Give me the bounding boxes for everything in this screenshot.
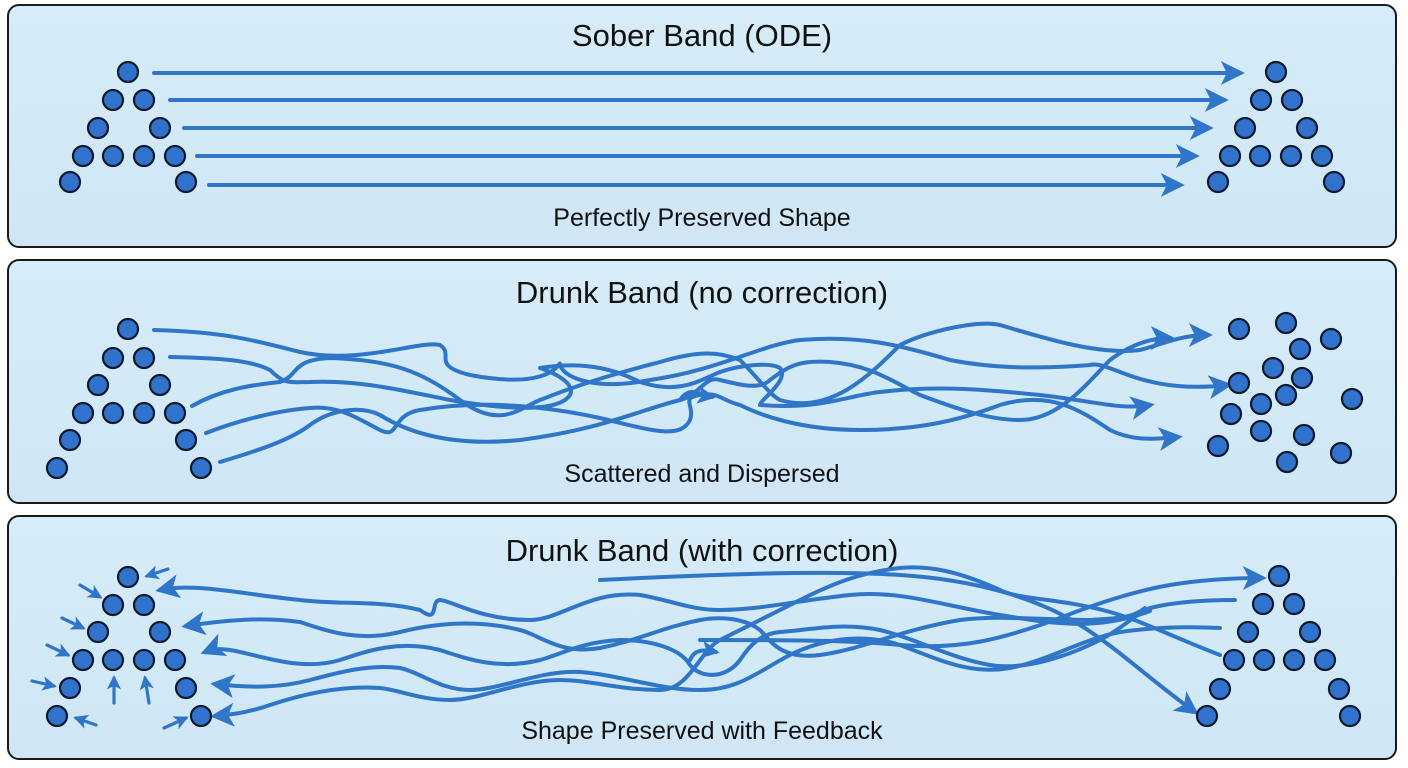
panel-sober-band: Sober Band (ODE) Perfectly Preserved Sha…	[7, 4, 1397, 248]
panel-caption: Scattered and Dispersed	[564, 460, 840, 488]
panel-drunk-band-no-correction: Drunk Band (no correction) Scattered and…	[7, 259, 1397, 504]
panel-title: Sober Band (ODE)	[571, 18, 833, 53]
panel-drunk-band-with-correction: Drunk Band (with correction) Shape Prese…	[7, 515, 1397, 760]
panel-title: Drunk Band (with correction)	[505, 533, 899, 568]
panel-title: Drunk Band (no correction)	[515, 275, 889, 310]
panel-caption: Shape Preserved with Feedback	[521, 717, 883, 745]
panel-caption: Perfectly Preserved Shape	[553, 204, 851, 232]
